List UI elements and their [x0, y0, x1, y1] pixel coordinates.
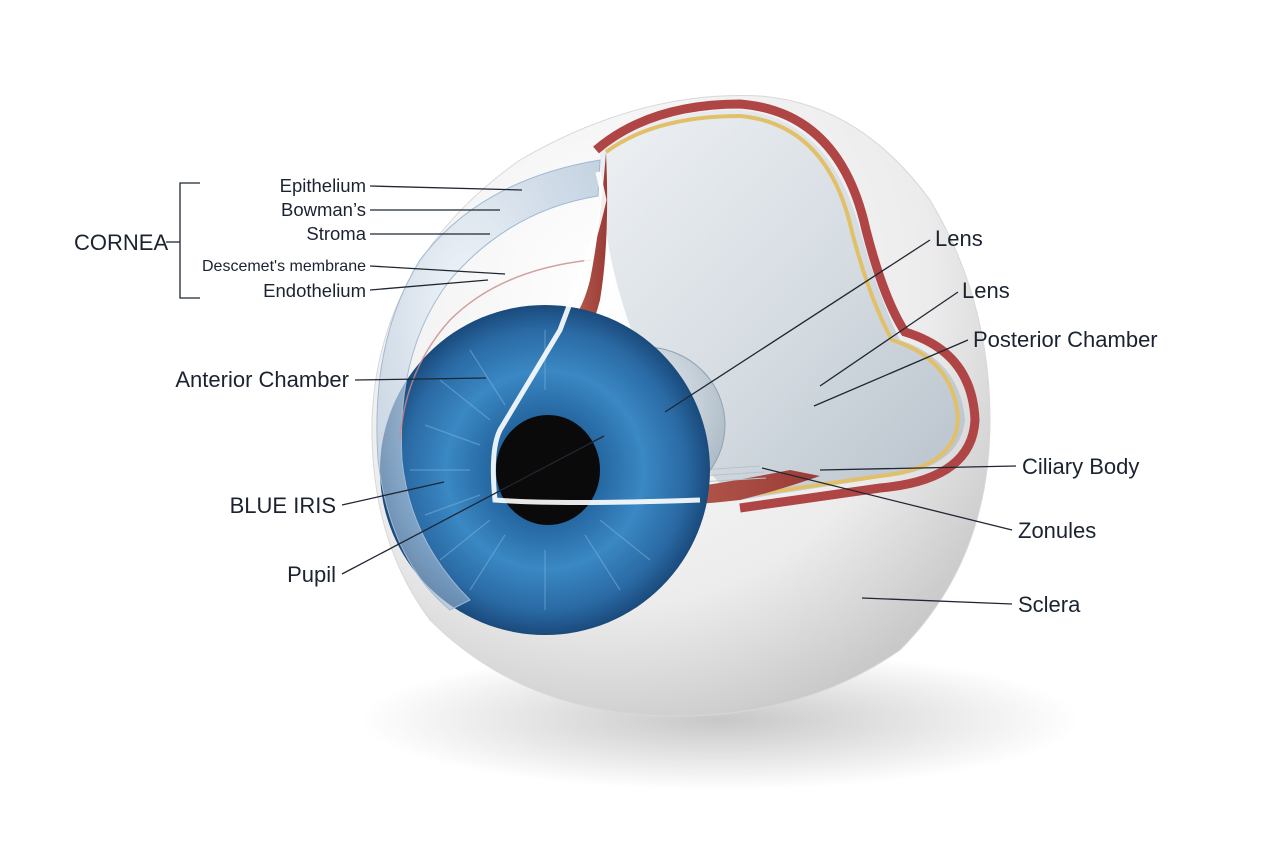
- leader-descemets: [369, 265, 506, 275]
- cornea-bracket: [179, 182, 200, 299]
- leader-sclera: [861, 597, 1013, 605]
- cornea-endothelium: [399, 259, 591, 441]
- leader-anterior-chamber: [354, 377, 487, 381]
- leader-blue-iris: [341, 481, 445, 506]
- iris-fibers: [410, 330, 651, 610]
- pupil: [496, 415, 600, 525]
- ciliary-body: [560, 150, 608, 360]
- label-pupil: Pupil: [287, 562, 336, 587]
- leader-pupil: [341, 435, 605, 575]
- label-epithelium: Epithelium: [280, 175, 366, 196]
- label-endothelium: Endothelium: [263, 280, 366, 301]
- leader-epithelium: [369, 185, 523, 191]
- label-descemets-membrane: Descemet's membrane: [202, 258, 366, 275]
- leader-posterior-chamber: [813, 339, 969, 407]
- label-zonules: Zonules: [1018, 518, 1096, 543]
- leader-zonules: [761, 467, 1013, 531]
- leader-lines: [166, 182, 1017, 605]
- label-cornea: CORNEA: [74, 230, 168, 255]
- label-bowmans: Bowman’s: [281, 199, 366, 220]
- label-posterior-chamber: Posterior Chamber: [973, 327, 1158, 352]
- leader-ciliary-body: [819, 465, 1017, 471]
- label-blue-iris: BLUE IRIS: [230, 493, 336, 518]
- label-lens-second: Lens: [962, 278, 1010, 303]
- label-lens-top: Lens: [935, 226, 983, 251]
- choroid-layer: [593, 99, 980, 513]
- label-sclera: Sclera: [1018, 592, 1081, 617]
- cornea-dome: [376, 159, 601, 611]
- leader-endothelium: [369, 279, 489, 291]
- retina-layer: [604, 113, 961, 498]
- label-ciliary-body: Ciliary Body: [1022, 454, 1139, 479]
- cornea-cut-face: [490, 171, 701, 505]
- leader-lens-2: [819, 291, 959, 387]
- label-anterior-chamber: Anterior Chamber: [175, 367, 349, 392]
- label-stroma: Stroma: [306, 223, 366, 244]
- leader-lens-1: [664, 239, 931, 413]
